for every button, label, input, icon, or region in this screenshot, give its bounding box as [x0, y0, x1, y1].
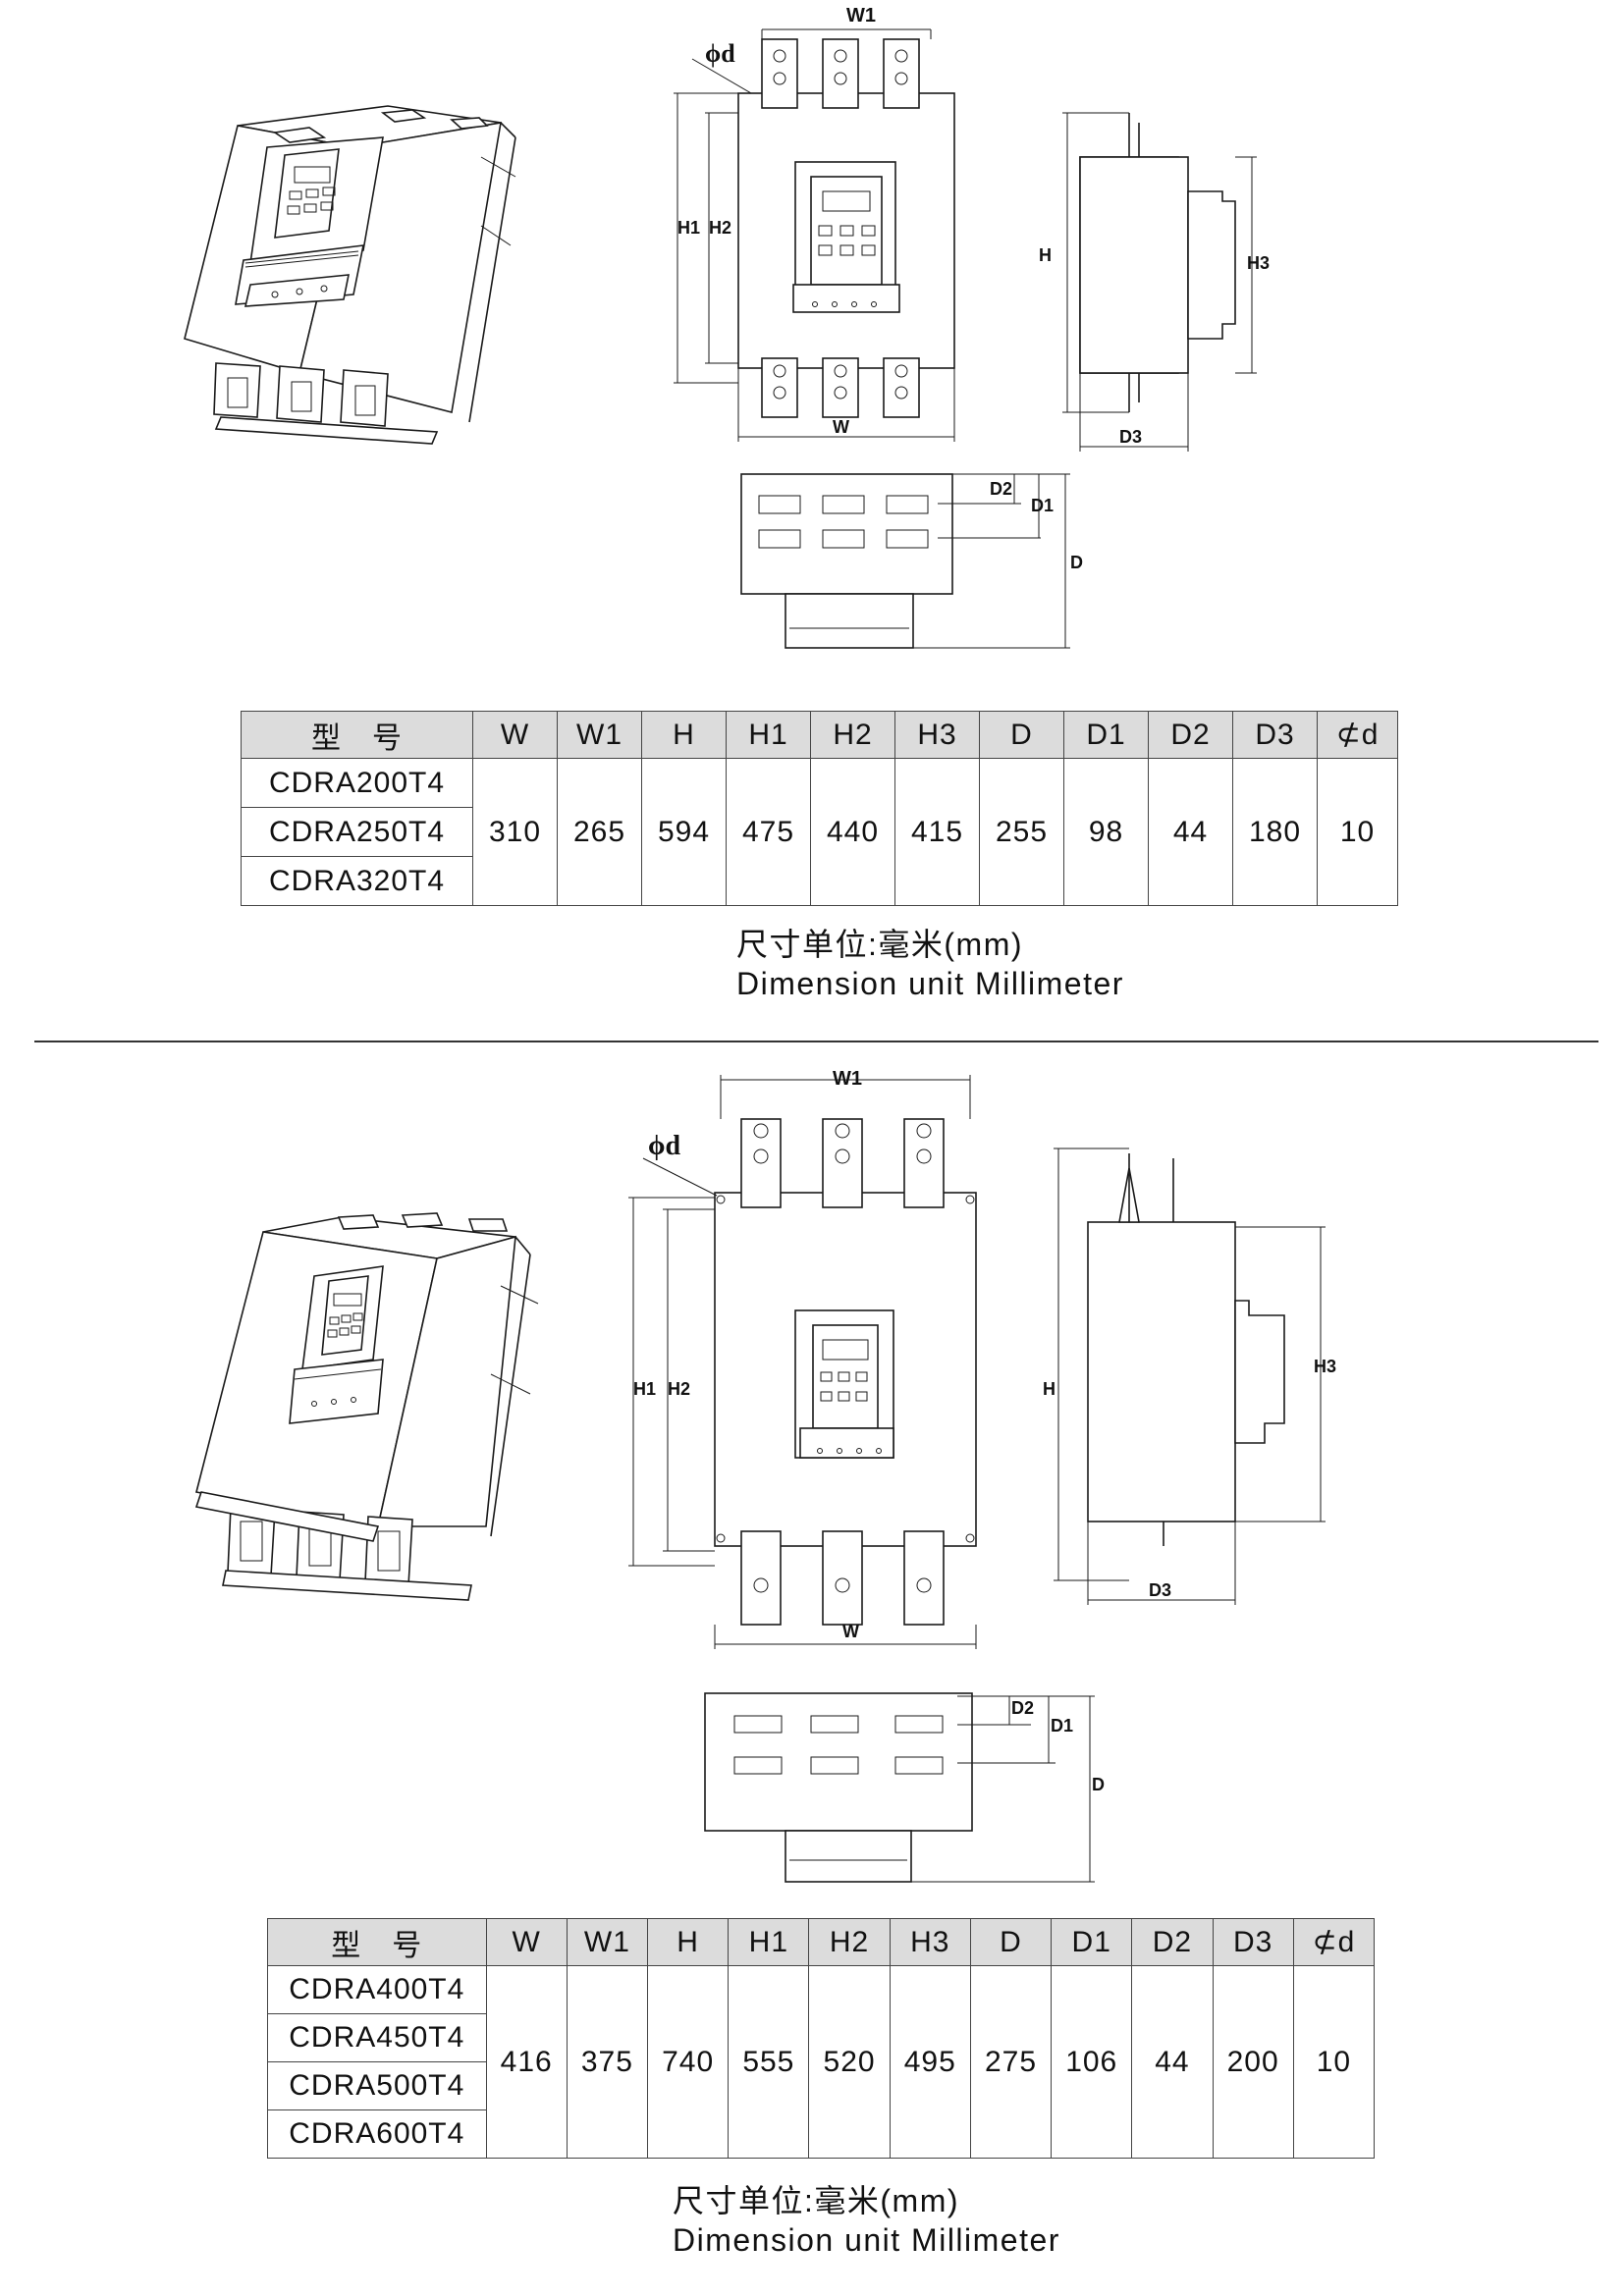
header-h: H [647, 1918, 730, 1966]
label-h1: H1 [633, 1379, 657, 1399]
label-w: W [833, 417, 849, 437]
value-w1: 375 [566, 1965, 649, 2159]
unit-note-en: Dimension unit Millimeter [736, 966, 1124, 1001]
unit-note-cn: 尺寸单位:毫米(mm) [736, 927, 1024, 962]
model-cell: CDRA320T4 [241, 856, 473, 906]
unit-note-cn: 尺寸单位:毫米(mm) [673, 2183, 960, 2218]
header-d2: D2 [1131, 1918, 1214, 1966]
value-h1: 475 [726, 758, 811, 906]
label-w1: W1 [833, 1068, 862, 1090]
value-h3: 495 [889, 1965, 971, 2159]
value-phi-d: 10 [1317, 758, 1398, 906]
value-phi-d: 10 [1292, 1965, 1376, 2159]
value-w1: 265 [557, 758, 642, 906]
header-w1: W1 [566, 1918, 649, 1966]
header-d: D [969, 1918, 1053, 1966]
value-d3: 180 [1232, 758, 1318, 906]
label-h3: H3 [1314, 1357, 1337, 1376]
model-cell: CDRA400T4 [267, 1965, 487, 2014]
label-phi-d: ϕd [648, 1131, 681, 1161]
value-d: 275 [969, 1965, 1053, 2159]
label-d2: D2 [990, 479, 1013, 499]
value-d3: 200 [1212, 1965, 1294, 2159]
header-phi-d: ⊄d [1317, 711, 1398, 759]
model-cell: CDRA500T4 [267, 2061, 487, 2110]
header-d1: D1 [1051, 1918, 1133, 1966]
header-h3: H3 [889, 1918, 971, 1966]
header-d3: D3 [1212, 1918, 1294, 1966]
value-h: 594 [641, 758, 727, 906]
header-model: 型 号 [267, 1918, 487, 1966]
header-h1: H1 [726, 711, 811, 759]
header-h1: H1 [728, 1918, 810, 1966]
label-phi-d: ϕd [705, 39, 735, 68]
header-d1: D1 [1063, 711, 1149, 759]
label-d: D [1092, 1775, 1105, 1794]
label-w: W [842, 1622, 859, 1641]
unit-note-en: Dimension unit Millimeter [673, 2222, 1060, 2258]
header-d3: D3 [1232, 711, 1318, 759]
dimension-table-2: 型 号 W W1 H H1 H2 H3 D D1 D2 D3 ⊄d CDRA40… [267, 1918, 1376, 2159]
value-d: 255 [979, 758, 1064, 906]
label-w1: W1 [846, 5, 876, 27]
header-h2: H2 [810, 711, 895, 759]
header-w: W [472, 711, 558, 759]
header-w1: W1 [557, 711, 642, 759]
label-d3: D3 [1149, 1580, 1172, 1600]
value-h: 740 [647, 1965, 730, 2159]
label-h: H [1043, 1379, 1056, 1399]
value-w: 310 [472, 758, 558, 906]
label-d2: D2 [1011, 1698, 1035, 1718]
label-d1: D1 [1031, 496, 1055, 515]
label-h3: H3 [1247, 253, 1271, 273]
value-w: 416 [485, 1965, 568, 2159]
label-d3: D3 [1119, 427, 1143, 447]
header-phi-d: ⊄d [1292, 1918, 1376, 1966]
section-divider [34, 1041, 1598, 1042]
header-h: H [641, 711, 727, 759]
value-d2: 44 [1131, 1965, 1214, 2159]
header-model: 型 号 [241, 711, 473, 759]
header-d2: D2 [1148, 711, 1233, 759]
header-h2: H2 [808, 1918, 891, 1966]
label-d1: D1 [1051, 1716, 1074, 1735]
header-d: D [979, 711, 1064, 759]
value-h1: 555 [728, 1965, 810, 2159]
value-d1: 98 [1063, 758, 1149, 906]
label-h: H [1039, 245, 1052, 265]
value-d1: 106 [1051, 1965, 1133, 2159]
header-h3: H3 [894, 711, 980, 759]
value-h2: 520 [808, 1965, 891, 2159]
label-h2: H2 [668, 1379, 691, 1399]
dimension-table-1: 型 号 W W1 H H1 H2 H3 D D1 D2 D3 ⊄d CDRA20… [241, 711, 1398, 906]
header-w: W [485, 1918, 568, 1966]
model-cell: CDRA450T4 [267, 2013, 487, 2062]
label-d: D [1070, 553, 1083, 572]
model-cell: CDRA600T4 [267, 2109, 487, 2159]
model-cell: CDRA200T4 [241, 758, 473, 808]
label-h2: H2 [709, 218, 732, 238]
label-h1: H1 [677, 218, 701, 238]
